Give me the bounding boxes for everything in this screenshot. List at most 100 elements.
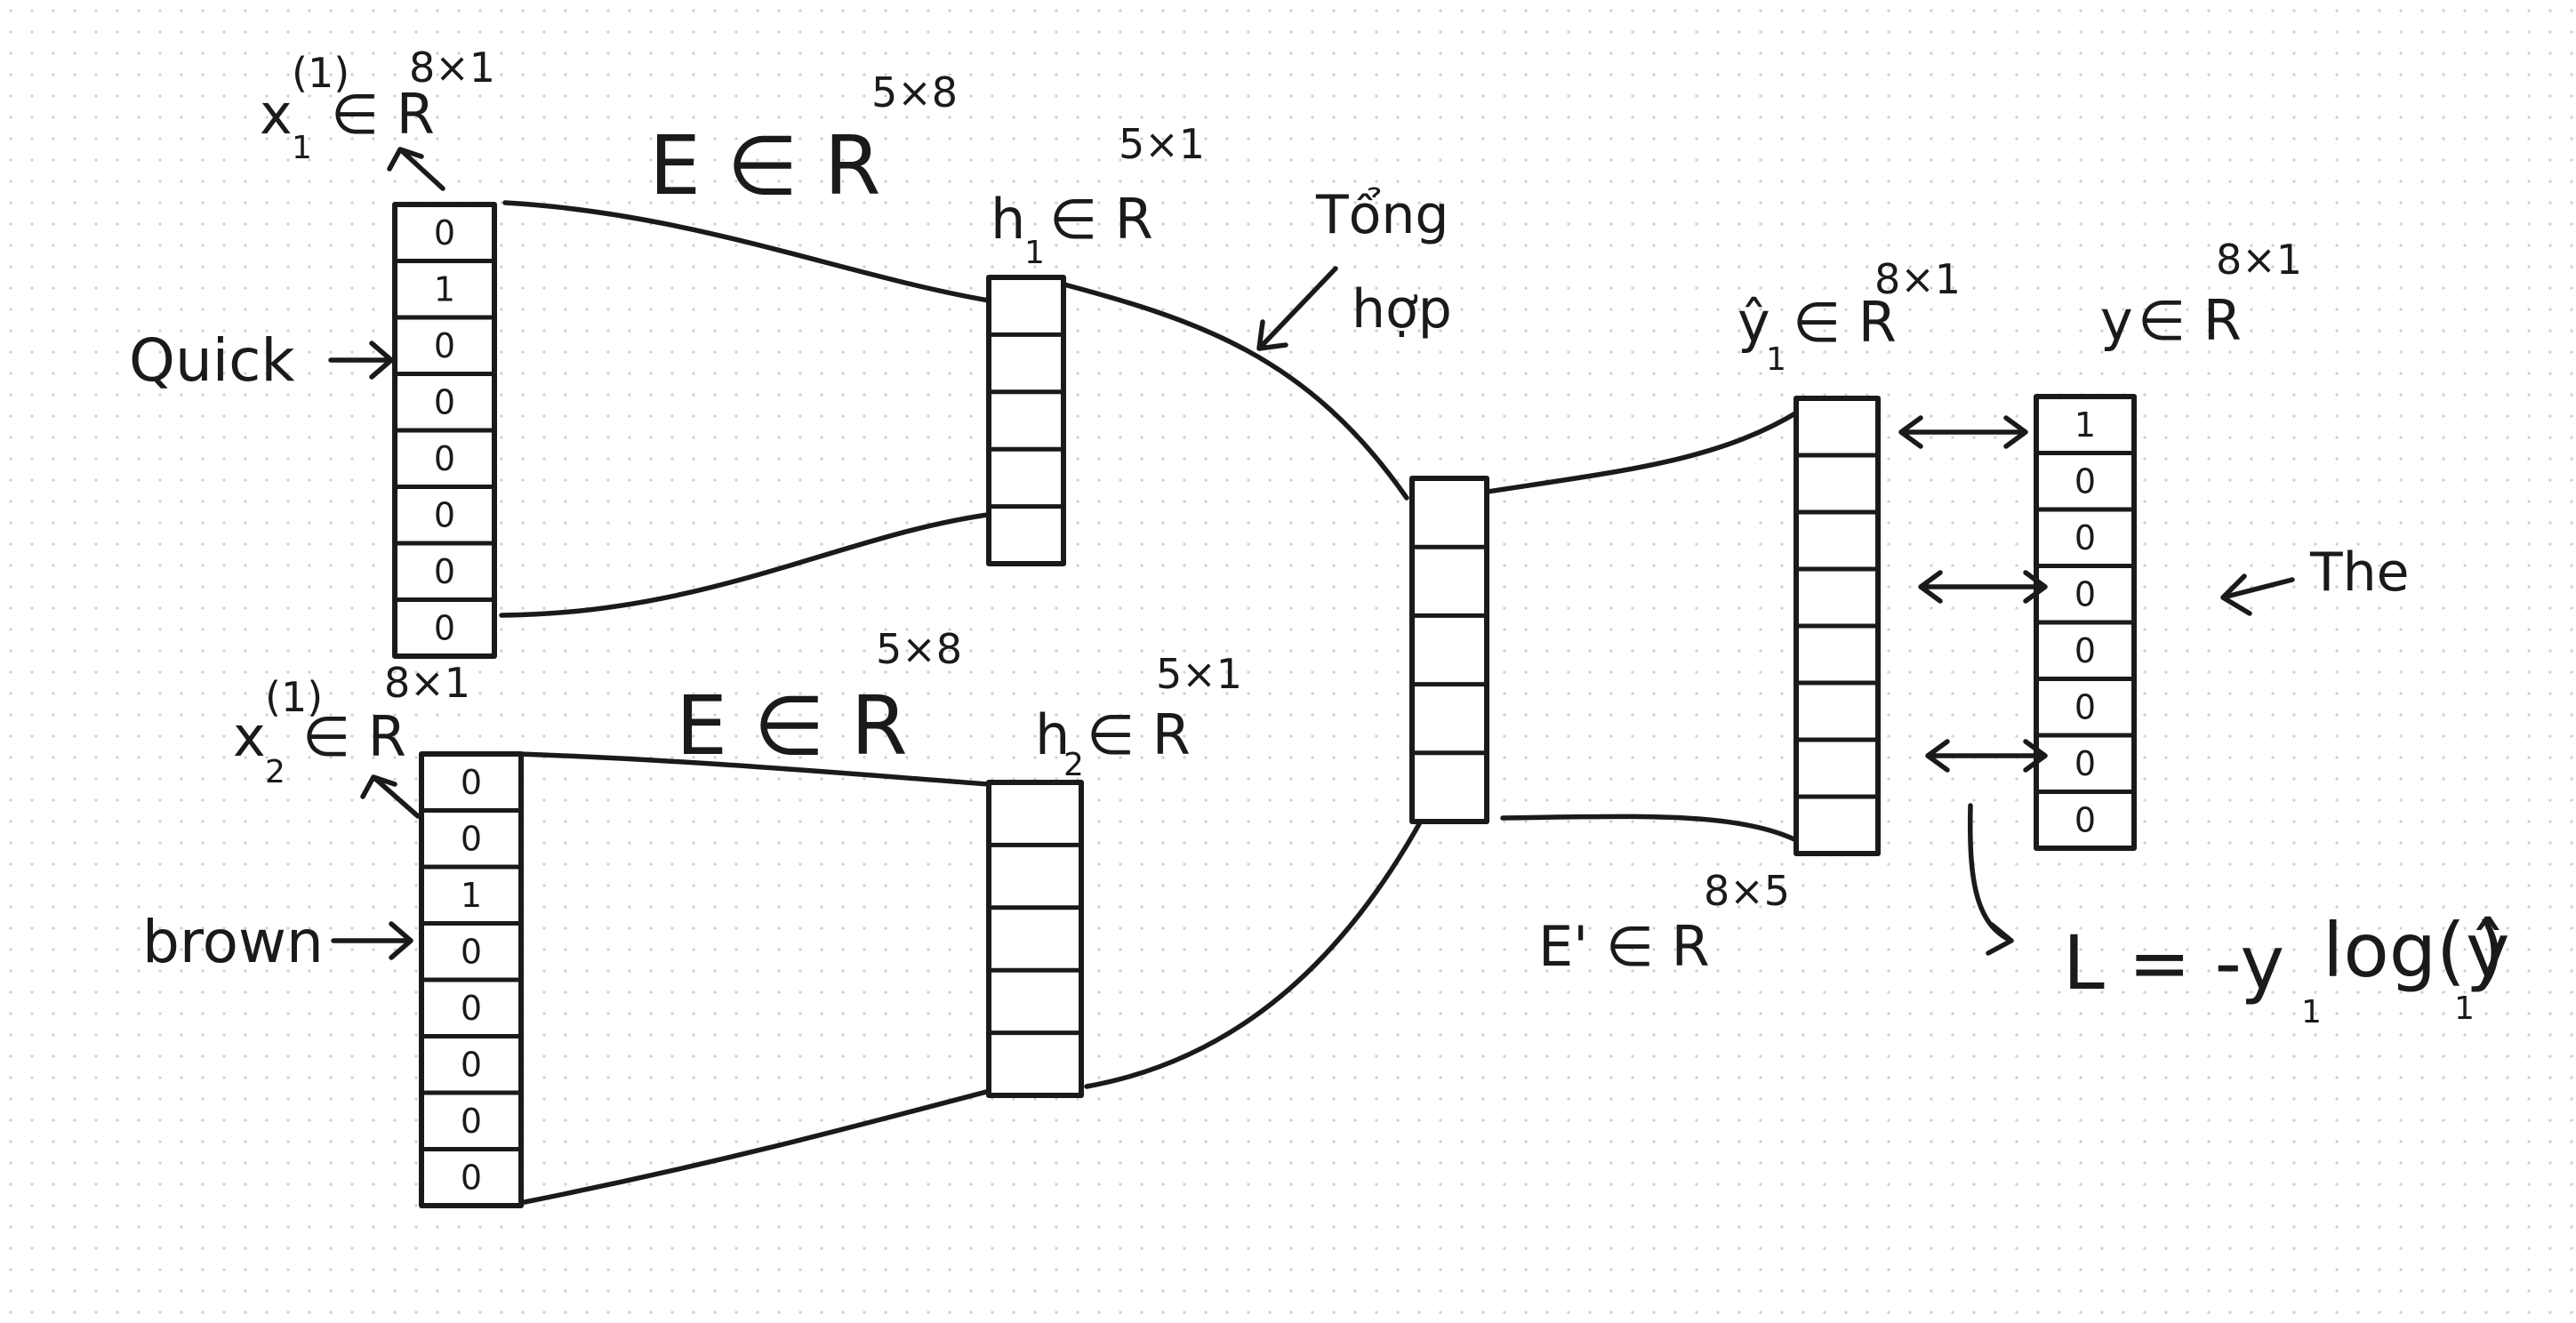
target-vector-cell: 0 <box>2074 800 2096 839</box>
svg-text:5×1: 5×1 <box>1156 650 1242 698</box>
svg-text:8×1: 8×1 <box>1874 255 1961 303</box>
svg-text:5×8: 5×8 <box>871 68 958 116</box>
target-vector-cell: 0 <box>2074 687 2096 726</box>
link-h2-to-sum <box>1084 802 1432 1089</box>
svg-text:(1): (1) <box>292 49 349 97</box>
link-sum-to-yhat-top <box>1473 408 1802 496</box>
quick-vector-cell: 0 <box>434 495 455 534</box>
svg-text:∈ R: ∈ R <box>331 82 435 147</box>
link-brown-to-h2-bottom <box>522 1084 1009 1205</box>
svg-text:1: 1 <box>292 130 312 166</box>
svg-text:y: y <box>2100 288 2133 353</box>
brown-vector-cell: 0 <box>461 989 482 1028</box>
svg-text:5×8: 5×8 <box>876 625 962 673</box>
svg-text:∈ R: ∈ R <box>1087 702 1191 767</box>
svg-text:x: x <box>260 82 293 147</box>
quick-vector-cell: 0 <box>434 382 455 421</box>
svg-text:∈ R: ∈ R <box>2138 288 2242 353</box>
svg-text:h: h <box>1035 702 1070 767</box>
arrow-to-loss <box>1967 803 2014 956</box>
input-vector-brown: 0 0 1 0 0 0 0 0 <box>419 751 524 1208</box>
label-x1: x (1) 1 ∈ R 8×1 <box>260 44 495 166</box>
target-vector-cell: 0 <box>2074 461 2096 501</box>
svg-text:∈ R: ∈ R <box>1793 290 1897 355</box>
arrow-combine <box>1256 266 1338 351</box>
svg-text:1: 1 <box>2301 994 2322 1030</box>
svg-text:8×1: 8×1 <box>2216 236 2302 284</box>
target-vector: 1 0 0 0 0 0 0 0 <box>2034 394 2137 851</box>
label-e-bottom: E ∈ R 5×8 <box>676 625 962 774</box>
link-sum-to-yhat-bottom <box>1500 814 1821 856</box>
svg-text:8×5: 8×5 <box>1704 867 1790 915</box>
svg-text:2: 2 <box>1063 747 1084 783</box>
svg-text:8×1: 8×1 <box>384 659 470 707</box>
svg-text:∈ R: ∈ R <box>1049 187 1153 252</box>
target-vector-cell: 0 <box>2074 574 2096 613</box>
svg-text:E ∈ R: E ∈ R <box>649 118 881 213</box>
target-vector-cell: 0 <box>2074 518 2096 557</box>
brown-vector-cell: 0 <box>461 1102 482 1141</box>
brown-vector-cell: 1 <box>461 876 482 915</box>
arrow-brown-to-vector <box>331 921 413 960</box>
prediction-vector <box>1794 396 1881 856</box>
brown-vector-cell: 0 <box>461 932 482 971</box>
svg-text:1: 1 <box>1024 235 1045 271</box>
label-e-top: E ∈ R 5×8 <box>649 68 958 213</box>
quick-vector-cell: 0 <box>434 326 455 365</box>
quick-vector-cell: 0 <box>434 608 455 647</box>
link-h1-to-sum <box>1045 277 1409 501</box>
label-x2: x (1) 2 ∈ R 8×1 <box>233 659 470 790</box>
label-h1: h 1 ∈ R 5×1 <box>991 120 1205 271</box>
svg-text:5×1: 5×1 <box>1119 120 1205 168</box>
label-h2: h 2 ∈ R 5×1 <box>1035 650 1242 783</box>
svg-text:x: x <box>233 704 266 769</box>
arrow-quick-to-vector <box>328 341 394 380</box>
label-y: y ∈ R 8×1 <box>2100 236 2302 353</box>
word-the: The <box>2309 541 2410 604</box>
hidden-vector-h2 <box>986 780 1084 1098</box>
svg-text:E ∈ R: E ∈ R <box>676 678 908 774</box>
svg-text:2: 2 <box>265 754 285 790</box>
brown-vector-cell: 0 <box>461 819 482 858</box>
word-quick: Quick <box>129 326 295 395</box>
compare-arrow-3 <box>1925 739 2048 773</box>
brown-vector-cell: 0 <box>461 1045 482 1084</box>
svg-text:E' ∈ R: E' ∈ R <box>1538 914 1710 979</box>
sum-vector <box>1409 476 1489 824</box>
arrow-label-x1 <box>387 147 445 191</box>
svg-text:∈ R: ∈ R <box>302 704 406 769</box>
brown-vector-cell: 0 <box>461 763 482 802</box>
label-y-hat: ŷ 1 ∈ R 8×1 <box>1737 255 1961 378</box>
compare-arrow-1 <box>1898 415 2028 449</box>
svg-text:ŷ: ŷ <box>1737 290 1770 355</box>
svg-text:L = -y: L = -y <box>2063 919 2284 1006</box>
arrow-label-x2 <box>360 774 421 819</box>
svg-text:log(ŷ: log(ŷ <box>2323 907 2510 994</box>
target-vector-cell: 0 <box>2074 744 2096 783</box>
quick-vector-cell: 1 <box>434 269 455 309</box>
link-brown-to-h2-top <box>517 751 991 787</box>
svg-text:8×1: 8×1 <box>409 44 495 92</box>
brown-vector-cell: 0 <box>461 1158 482 1197</box>
target-vector-cell: 0 <box>2074 631 2096 670</box>
svg-text:(1): (1) <box>265 673 323 721</box>
quick-vector-cell: 0 <box>434 439 455 478</box>
arrow-the-to-target <box>2220 573 2295 616</box>
target-vector-cell: 1 <box>2074 405 2096 445</box>
svg-text:1: 1 <box>2454 990 2475 1027</box>
quick-vector-cell: 0 <box>434 213 455 253</box>
hidden-vector-h1 <box>986 275 1066 566</box>
loss-formula: L = -y 1 log(ŷ 1 ) <box>2063 907 2510 1030</box>
svg-text:Tổng: Tổng <box>1315 184 1448 246</box>
compare-arrow-2 <box>1918 570 2048 604</box>
link-quick-to-h1-top <box>502 200 991 303</box>
svg-text:hợp: hợp <box>1352 278 1452 341</box>
input-vector-quick: 0 1 0 0 0 0 0 0 <box>392 202 497 659</box>
quick-vector-cell: 0 <box>434 552 455 591</box>
svg-text:): ) <box>2476 907 2505 994</box>
svg-text:h: h <box>991 187 1025 252</box>
label-e-prime: E' ∈ R 8×5 <box>1538 867 1790 979</box>
label-combine: Tổng hợp <box>1315 184 1452 341</box>
svg-text:1: 1 <box>1766 341 1786 378</box>
